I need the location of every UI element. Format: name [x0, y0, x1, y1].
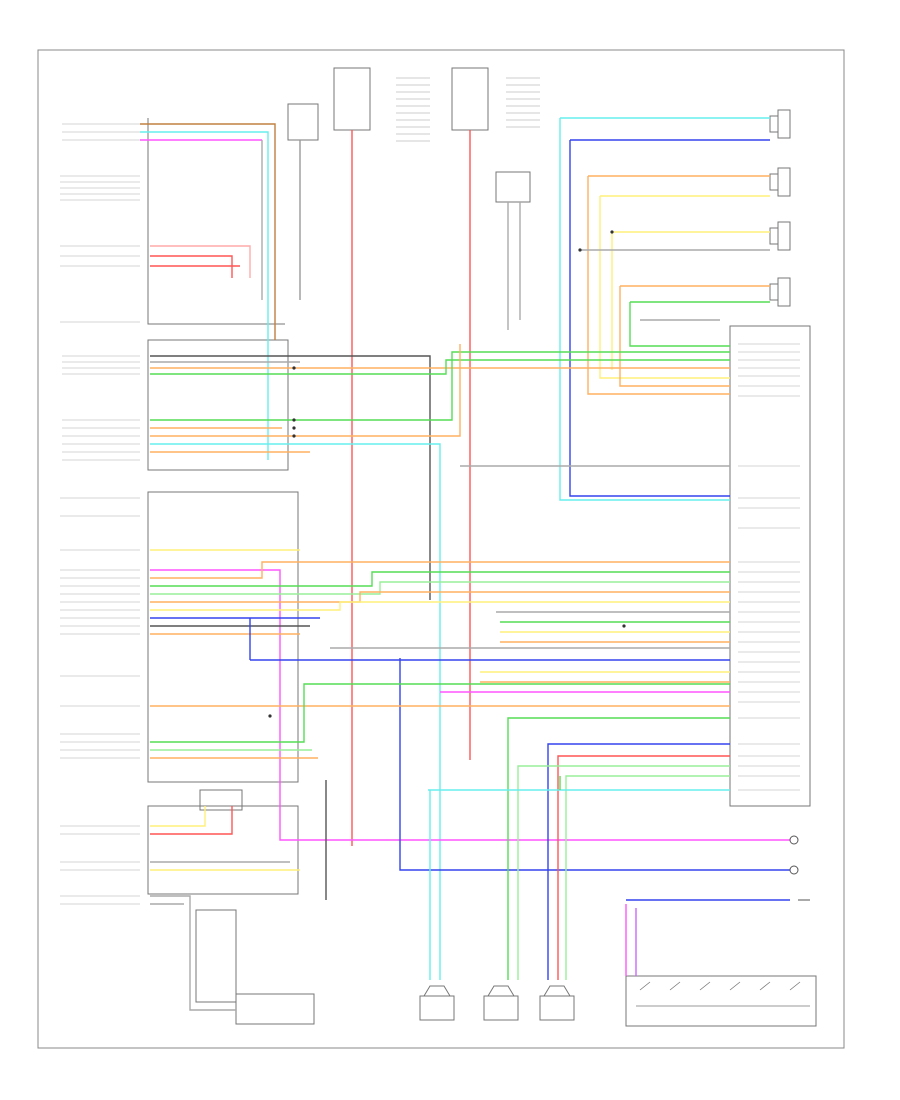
right-door-speaker — [539, 985, 575, 1021]
ground-symbols — [789, 835, 810, 901]
antenna-lower — [195, 909, 237, 1003]
right-door-antenna — [235, 993, 315, 1025]
radio-bottom — [60, 789, 299, 905]
radio-mid — [62, 339, 289, 471]
fuse-block-2 — [451, 67, 540, 131]
radio — [60, 118, 285, 325]
left-door-speaker — [483, 985, 519, 1021]
radio-lower — [60, 491, 299, 783]
left-rear-speaker — [769, 221, 791, 251]
fuse-block-1 — [333, 67, 430, 142]
wires — [140, 117, 790, 1011]
steering-wheel-connector — [495, 171, 531, 203]
splice-dots — [268, 230, 626, 718]
left-front-speaker — [769, 109, 791, 139]
subwoofer — [419, 985, 455, 1021]
amplifier — [729, 325, 811, 807]
right-front-speaker — [769, 167, 791, 197]
antenna-module — [287, 103, 319, 141]
steering-controls — [625, 975, 817, 1027]
diagram-frame — [37, 49, 845, 1049]
right-rear-speaker — [769, 277, 791, 307]
